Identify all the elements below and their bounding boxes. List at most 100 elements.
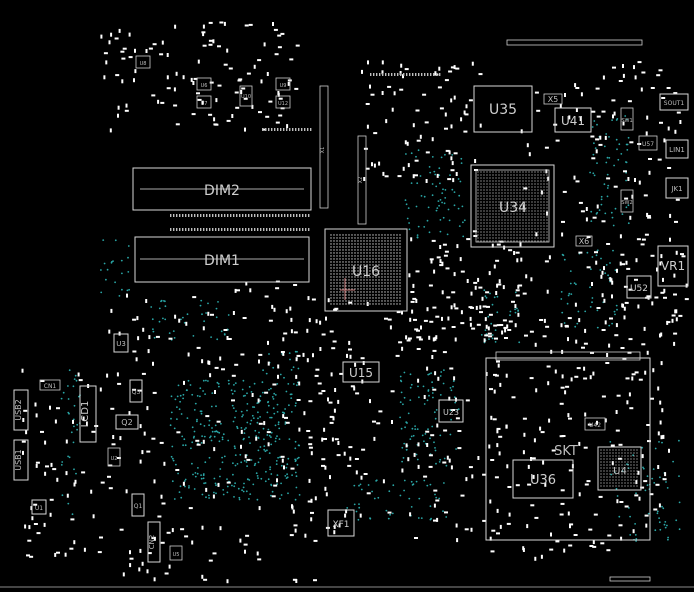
via (625, 143, 628, 146)
chip-u6[interactable]: U6 (196, 77, 212, 91)
crystal-x6[interactable]: X6 (575, 235, 593, 247)
crystal-x5[interactable]: X5 (543, 93, 563, 105)
bga-ball (342, 297, 344, 299)
smd-pad (415, 299, 418, 303)
bga-ball (360, 264, 362, 266)
bga-ball (378, 240, 380, 242)
slot-x1[interactable]: X1 (319, 85, 329, 209)
smd-pad (649, 493, 654, 496)
smd-pad (117, 105, 120, 110)
smd-pad (542, 335, 547, 338)
slot-x2[interactable]: X2 (357, 135, 367, 225)
chip-u35[interactable]: U35 (473, 85, 533, 133)
connector-lcd1[interactable]: LCD1 (79, 385, 97, 443)
bga-chip-u4[interactable]: U4 (597, 446, 642, 491)
smd-pad (49, 405, 51, 410)
chip-u15[interactable]: U15 (342, 361, 380, 383)
dimm-slot-dim2[interactable]: DIM2 (132, 167, 312, 211)
connector-usb1[interactable]: USB1 (13, 439, 29, 481)
chip-u5[interactable]: U5 (169, 545, 183, 561)
connector-lin1[interactable]: LIN1 (665, 139, 689, 159)
smd-pad (673, 341, 676, 346)
via (279, 497, 281, 500)
bga-ball (501, 228, 503, 230)
connector-cn2[interactable]: CN2 (147, 521, 161, 563)
bga-ball (525, 228, 527, 230)
smd-pad (468, 99, 473, 102)
bga-ball (531, 213, 533, 215)
bga-ball (351, 300, 353, 302)
connector-cn1[interactable]: CN1 (39, 379, 61, 391)
smd-pad (660, 435, 663, 440)
connector-jk1[interactable]: JK1 (665, 177, 689, 199)
bga-ball (480, 198, 482, 200)
chip-u42[interactable]: U42 (584, 417, 606, 431)
switch-sw2[interactable]: SW2 (620, 189, 634, 213)
bga-ball (387, 261, 389, 263)
chip-u36[interactable]: U36 (512, 459, 574, 499)
bga-ball (537, 237, 539, 239)
smd-pad (231, 399, 235, 402)
bga-ball (480, 186, 482, 188)
bga-ball (510, 174, 512, 176)
transistor-q3[interactable]: Q3 (129, 379, 143, 403)
fuse-xf1[interactable]: XF1 (327, 509, 355, 537)
chip-u52[interactable]: U52 (626, 275, 652, 299)
chip-u57[interactable]: U57 (638, 135, 658, 151)
via (419, 175, 422, 177)
smd-pad (464, 113, 469, 116)
chip-u10[interactable]: U10 (239, 85, 253, 107)
smd-pad (184, 535, 189, 538)
dimm-slot-dim1[interactable]: DIM1 (134, 236, 310, 283)
bga-ball (501, 174, 503, 176)
transistor-q1[interactable]: Q1 (131, 493, 145, 517)
chip-u23[interactable]: U23 (438, 399, 464, 423)
bga-ball (615, 464, 617, 466)
bga-chip-u34[interactable]: U34 (470, 164, 555, 248)
dimm-pin (260, 214, 262, 217)
via (254, 462, 257, 465)
transistor-q2[interactable]: Q2 (115, 414, 139, 430)
chip-u1[interactable]: U1 (31, 499, 47, 515)
smd-pad (659, 121, 663, 124)
bga-ball (342, 303, 344, 305)
bga-ball (492, 204, 494, 206)
bga-chip-u16[interactable]: U16 (324, 228, 408, 312)
chip-u41[interactable]: U41 (554, 107, 592, 133)
connector-usb2[interactable]: USB2 (13, 389, 29, 431)
chip-u12[interactable]: U12 (275, 95, 291, 109)
bga-ball (378, 255, 380, 257)
via (256, 421, 259, 424)
smd-pad (116, 457, 121, 459)
via (430, 372, 432, 375)
bga-ball (330, 234, 332, 236)
bga-ball (627, 470, 629, 472)
connector-sout[interactable]: SOUT1 (659, 93, 689, 111)
cpu-socket-skt[interactable]: SKT (485, 351, 651, 541)
bga-ball (357, 234, 359, 236)
smd-pad (450, 465, 453, 470)
chip-u7[interactable]: U7 (196, 95, 212, 109)
chip-u9[interactable]: U9 (275, 77, 291, 91)
bga-ball (627, 473, 629, 475)
smd-pad (596, 204, 599, 209)
via (647, 512, 650, 515)
chip-u2[interactable]: U2 (107, 447, 121, 467)
via (608, 157, 611, 159)
dimm-pin (298, 128, 300, 131)
via (177, 472, 180, 475)
smd-pad (491, 529, 496, 532)
switch-sw1[interactable]: SW1 (620, 107, 634, 131)
chip-u3[interactable]: U3 (113, 333, 129, 353)
smd-pad (496, 283, 499, 288)
bga-ball (381, 252, 383, 254)
bga-ball (489, 177, 491, 179)
smd-pad (33, 523, 38, 525)
bga-ball (399, 267, 401, 269)
chip-u8[interactable]: U8 (135, 55, 151, 69)
bga-ball (525, 198, 527, 200)
smd-pad (545, 325, 550, 328)
smd-pad (139, 459, 142, 464)
regulator-vr1[interactable]: VR1 (657, 245, 689, 287)
